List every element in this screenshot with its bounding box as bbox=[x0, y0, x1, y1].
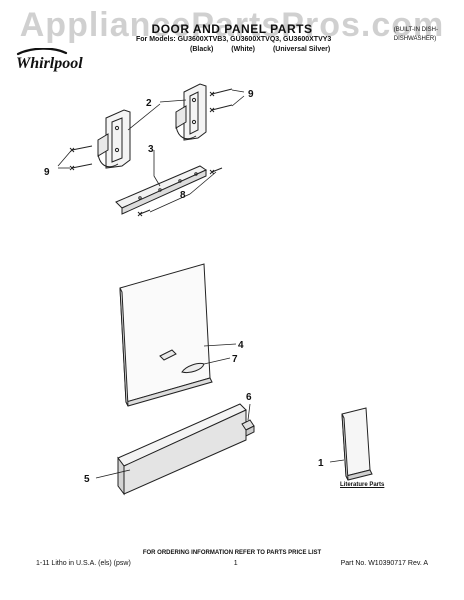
panel-clip bbox=[241, 419, 255, 437]
product-type-line2: DISHWASHER) bbox=[393, 36, 437, 42]
callout-7: 7 bbox=[232, 354, 238, 365]
color-silver: (Universal Silver) bbox=[272, 46, 331, 53]
callout-4: 4 bbox=[238, 340, 244, 351]
litho-info: 1-11 Litho in U.S.A. (els) (psw) bbox=[36, 560, 131, 567]
page-title: DOOR AND PANEL PARTS bbox=[151, 22, 313, 36]
screw-icon bbox=[137, 167, 223, 217]
hinge-bracket-left bbox=[97, 109, 131, 169]
callout-3: 3 bbox=[148, 144, 154, 155]
models-line: For Models: GU3600XTVB3, GU3600XTVQ3, GU… bbox=[136, 36, 332, 43]
callout-6: 6 bbox=[246, 392, 252, 403]
product-type: (BUILT-IN DISH- DISHWASHER) bbox=[394, 26, 438, 44]
page-number: 1 bbox=[233, 560, 238, 567]
literature-booklet bbox=[341, 407, 373, 481]
logo-swoosh-icon bbox=[16, 48, 68, 56]
product-type-line1: (BUILT-IN DISH- bbox=[393, 27, 438, 33]
callout-1: 1 bbox=[318, 458, 324, 469]
screw-icon bbox=[209, 88, 233, 113]
literature-label: Literature Parts bbox=[340, 482, 385, 488]
color-variants: (Black) (White) (Universal Silver) bbox=[190, 46, 346, 53]
callout-2: 2 bbox=[146, 98, 152, 109]
footer: 1-11 Litho in U.S.A. (els) (psw) 1 Part … bbox=[36, 560, 428, 567]
color-black: (Black) bbox=[190, 46, 214, 53]
ordering-info: FOR ORDERING INFORMATION REFER TO PARTS … bbox=[142, 550, 322, 556]
callout-8: 8 bbox=[180, 190, 186, 201]
toe-panel bbox=[117, 403, 247, 496]
callout-9-right: 9 bbox=[248, 89, 254, 100]
door-rail bbox=[115, 165, 208, 215]
hinge-bracket-right bbox=[175, 83, 207, 141]
callout-5: 5 bbox=[84, 474, 90, 485]
logo-wordmark: Whirlpool bbox=[16, 55, 83, 72]
part-number: Part No. W10390717 Rev. A bbox=[340, 560, 428, 567]
screw-icon bbox=[69, 145, 93, 171]
door-panel bbox=[119, 263, 213, 407]
color-white: (White) bbox=[231, 46, 256, 53]
callout-9-left: 9 bbox=[44, 167, 50, 178]
leader-lines bbox=[57, 89, 345, 479]
whirlpool-logo: Whirlpool bbox=[16, 48, 83, 72]
